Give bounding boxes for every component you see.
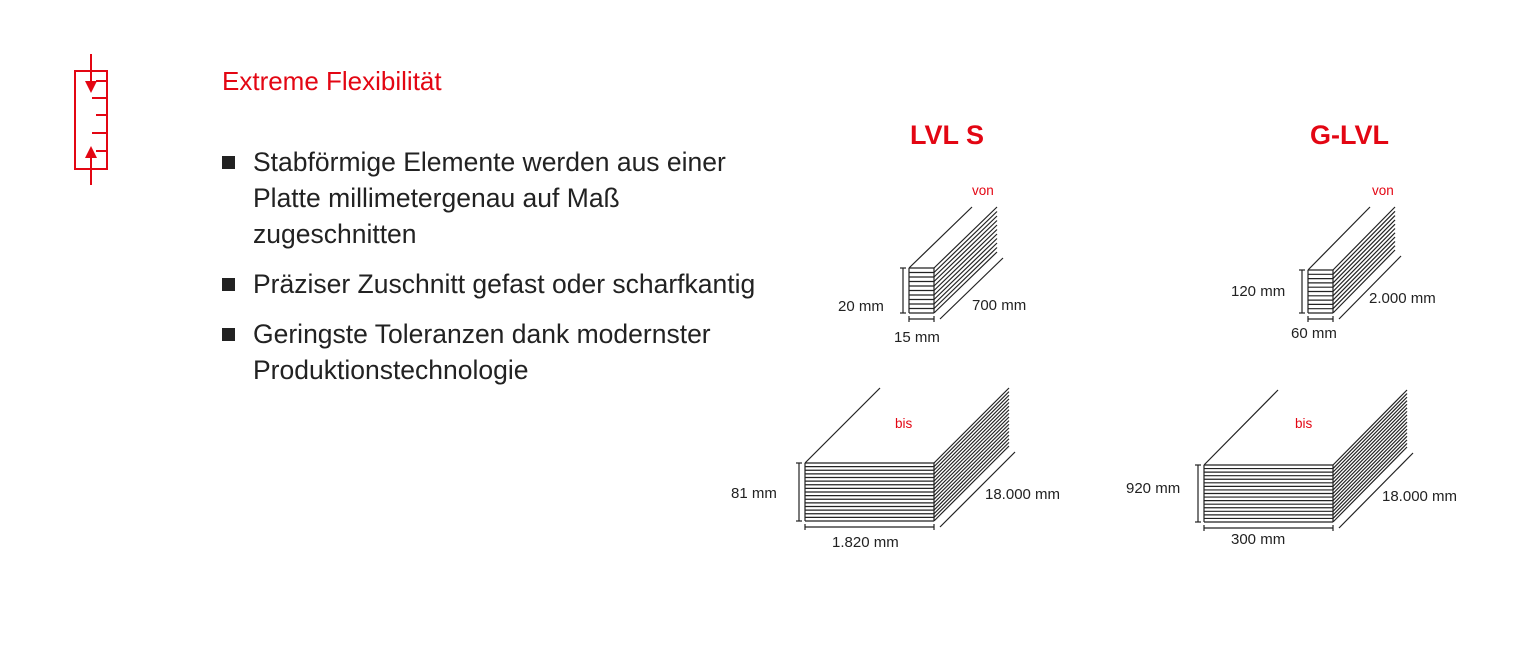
length-dimension [939, 257, 1004, 320]
layer-depth-line [1332, 414, 1408, 491]
layer-depth-line [933, 412, 1010, 489]
layer-depth-line [1332, 425, 1408, 502]
layer-depth-line [933, 405, 1010, 482]
layer-depth-line [1332, 421, 1408, 498]
layer-depth-line [1332, 403, 1408, 480]
list-item: Präziser Zuschnitt gefast oder scharf­ka… [222, 266, 782, 302]
layer-depth-line [1332, 410, 1408, 487]
layer-depth-line [1332, 206, 1396, 271]
layer-depth-line [933, 229, 998, 291]
layer-depth-line [1332, 435, 1408, 512]
layer-depth-line [933, 441, 1010, 518]
layer-depth-line [1332, 389, 1408, 466]
layer-depth-line [933, 206, 998, 269]
product-heading-g-lvl: G-LVL [1310, 120, 1389, 150]
layer-depth-line [933, 233, 998, 296]
layer-depth-line [933, 211, 998, 273]
layer-depth-line [933, 220, 998, 282]
list-item: Stabförmige Elemente werden aus einer Pl… [222, 144, 782, 252]
layer-depth-line [933, 427, 1010, 504]
layer-depth-line [1332, 407, 1408, 484]
length-label: 18.000 mm [985, 486, 1061, 503]
width-label: 15 mm [894, 329, 940, 346]
height-label: 120 mm [1231, 283, 1286, 300]
layer-depth-line [933, 238, 998, 300]
layer-depth-line [933, 247, 998, 309]
layer-depth-line [1332, 232, 1396, 297]
width-label: 60 mm [1291, 325, 1337, 342]
layer-depth-line [1332, 393, 1408, 469]
layer-depth-line [1332, 428, 1408, 505]
top-edge [1203, 389, 1279, 466]
layer-depth-line [1332, 396, 1408, 473]
measurement-icon [74, 54, 108, 185]
max-label: bis [1295, 416, 1313, 431]
layer-depth-line [1332, 400, 1408, 477]
length-dimension [939, 451, 1016, 528]
layer-depth-line [1332, 443, 1408, 519]
layer-depth-line [933, 420, 1010, 497]
length-dimension [1338, 255, 1402, 320]
top-edge [1307, 206, 1371, 271]
max-label: bis [895, 416, 913, 431]
width-label: 300 mm [1231, 531, 1286, 548]
feature-list: Stabförmige Elemente werden aus einer Pl… [222, 144, 782, 402]
layer-depth-line [1332, 228, 1396, 292]
layer-depth-line [1332, 240, 1396, 305]
layer-depth-line [933, 394, 1010, 471]
list-item: Geringste Toleranzen dank modernster Pro… [222, 316, 782, 388]
length-label: 2.000 mm [1369, 290, 1436, 307]
layer-depth-line [1332, 439, 1408, 516]
layer-depth-line [1332, 432, 1408, 509]
layer-depth-line [933, 416, 1010, 493]
width-label: 1.820 mm [832, 534, 899, 551]
top-edge [804, 387, 881, 464]
height-label: 81 mm [731, 485, 777, 502]
layer-depth-line [933, 215, 998, 278]
length-label: 700 mm [972, 297, 1027, 314]
min-label: von [972, 183, 994, 198]
top-edge [908, 206, 973, 269]
layer-depth-line [933, 242, 998, 305]
layer-depth-line [933, 445, 1010, 522]
height-label: 20 mm [838, 298, 884, 315]
layer-depth-line [933, 438, 1010, 515]
length-dimension [1338, 452, 1414, 529]
layer-depth-line [933, 431, 1010, 507]
layer-depth-line [1332, 236, 1396, 301]
layer-depth-line [1332, 223, 1396, 288]
layer-depth-line [933, 391, 1010, 468]
layer-depth-line [933, 224, 998, 287]
layer-depth-line [933, 423, 1010, 500]
layer-depth-line [1332, 249, 1396, 314]
length-label: 18.000 mm [1382, 488, 1458, 505]
layer-depth-line [933, 409, 1010, 486]
layer-depth-line [1332, 245, 1396, 310]
layer-depth-line [1332, 446, 1408, 523]
min-label: von [1372, 183, 1394, 198]
height-label: 920 mm [1126, 480, 1181, 497]
bullet-icon [222, 328, 235, 341]
layer-depth-line [1332, 215, 1396, 280]
bullet-icon [222, 278, 235, 291]
layer-depth-line [933, 402, 1010, 478]
layer-depth-line [933, 387, 1010, 464]
layer-depth-line [1332, 210, 1396, 275]
section-title: Extreme Flexibilität [222, 66, 442, 96]
layer-depth-line [933, 434, 1010, 511]
bullet-icon [222, 156, 235, 169]
layer-depth-line [1332, 219, 1396, 284]
product-heading-lvl-s: LVL S [910, 120, 985, 150]
layer-depth-line [933, 251, 998, 314]
layer-depth-line [1332, 418, 1408, 494]
layer-depth-line [933, 398, 1010, 475]
